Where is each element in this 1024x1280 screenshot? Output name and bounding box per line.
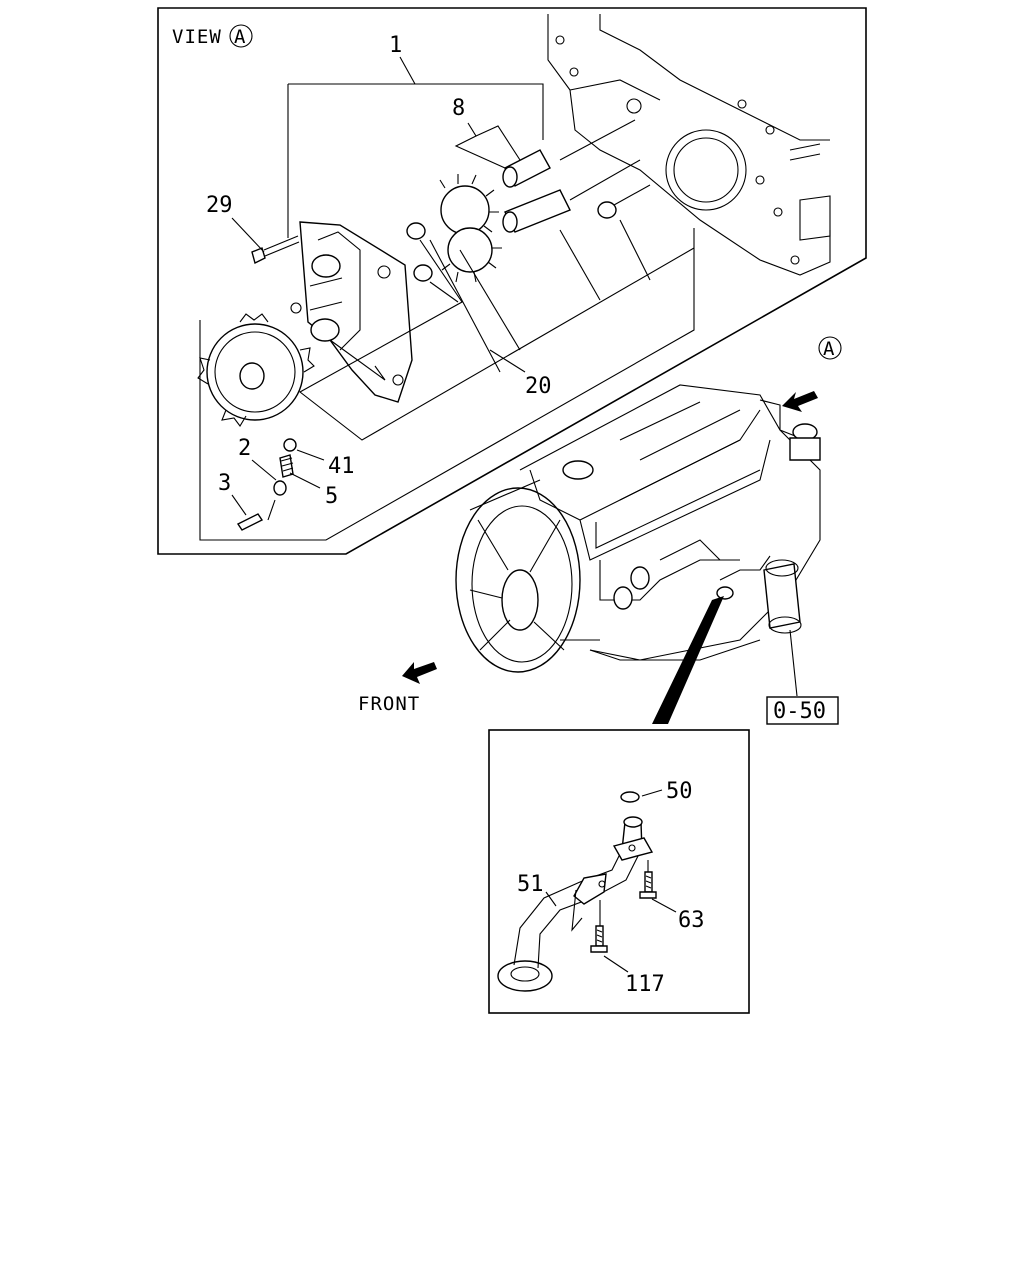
engine-view: A [358, 336, 842, 725]
view-direction-arrow-icon [782, 391, 818, 412]
arrow-marker-circle [818, 336, 842, 360]
callout-41: 41 [328, 454, 355, 479]
bolt-part-29 [251, 235, 300, 265]
ref-box-label[interactable]: 0-50 [773, 699, 826, 724]
flywheel-housing [455, 479, 600, 673]
callout-117: 117 [625, 972, 665, 997]
callout-63: 63 [678, 908, 705, 933]
drive-gear [197, 313, 315, 427]
strainer-detail-panel: 50 51 63 117 [488, 729, 750, 1014]
bolt-part-117 [590, 900, 608, 953]
callout-20: 20 [525, 374, 552, 399]
front-arrow-icon [402, 662, 437, 684]
view-a-panel: VIEW A [157, 7, 867, 555]
callout-1: 1 [389, 33, 402, 58]
detail-leader-lines [545, 789, 677, 973]
front-label: FRONT [358, 693, 420, 715]
bushing-parts-20 [406, 184, 651, 282]
arrow-marker: A [823, 338, 835, 360]
view-marker-circle [229, 24, 253, 48]
callout-29: 29 [206, 193, 233, 218]
ref-box-frame [766, 696, 839, 725]
callout-51: 51 [517, 872, 544, 897]
view-label: VIEW [172, 26, 222, 48]
assembly-bracket-lower [199, 228, 695, 541]
detail-pointer [652, 596, 724, 724]
relief-valve-parts [236, 438, 297, 531]
pin-part-8 [502, 119, 641, 233]
engine-block-fragment [547, 14, 831, 276]
pump-gears [439, 174, 502, 283]
strainer-pipe [497, 816, 654, 992]
o-ring-part-50 [620, 791, 640, 803]
pump-housing [290, 221, 413, 403]
callout-5: 5 [325, 484, 338, 509]
callout-8: 8 [452, 96, 465, 121]
callout-3: 3 [218, 471, 231, 496]
view-marker: A [234, 26, 246, 48]
callout-50: 50 [666, 779, 693, 804]
assembly-bracket-top [288, 83, 544, 140]
engine-body [519, 384, 821, 661]
bolt-part-63 [639, 860, 657, 899]
leader-lines [231, 56, 695, 516]
callout-2: 2 [238, 436, 251, 461]
